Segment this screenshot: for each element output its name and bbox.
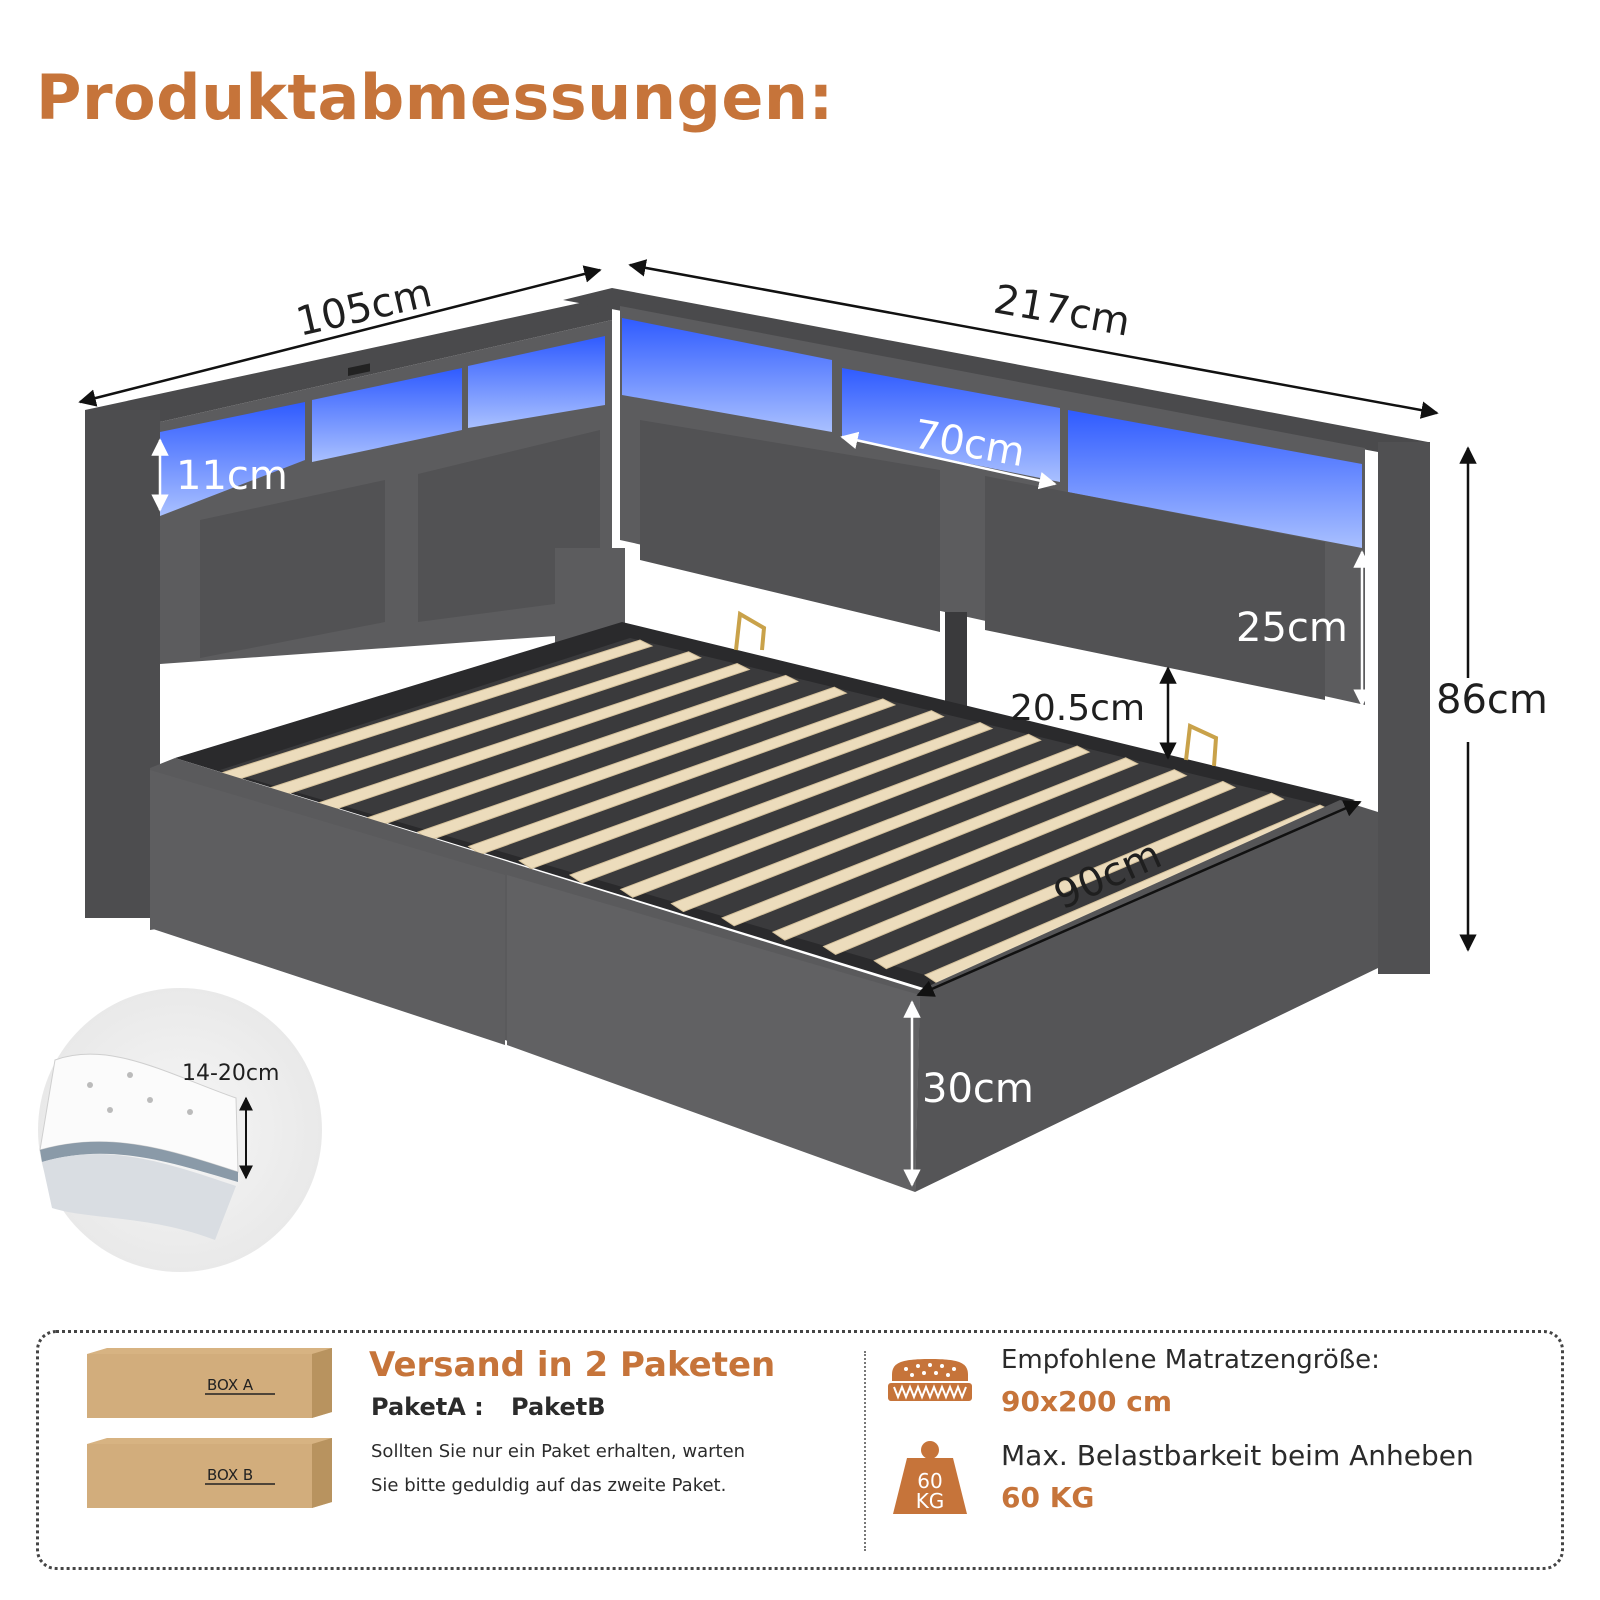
dim-mattress-thickness: 14-20cm (182, 1061, 279, 1086)
shipping-note-line-2: Sie bitte geduldig auf das zweite Paket. (371, 1475, 727, 1496)
divider (864, 1351, 866, 1551)
box-a-label: BOX A (207, 1376, 254, 1394)
dim-shelf-height: 11cm (176, 453, 288, 499)
dim-slat-clearance: 20.5cm (1010, 688, 1145, 729)
dim-headboard-length: 105cm (292, 270, 436, 346)
max-load-value: 60 KG (1001, 1481, 1095, 1514)
shipping-note: Sollten Sie nur ein Paket erhalten, wart… (371, 1435, 801, 1503)
box-a-icon: BOX A (87, 1348, 332, 1418)
dimension-lines (78, 259, 1477, 1187)
box-b-label: BOX B (207, 1466, 253, 1484)
dim-total-height: 86cm (1436, 677, 1548, 723)
info-box: BOX A BOX B Versand in 2 Paketen PaketA … (36, 1330, 1564, 1570)
slat (619, 733, 1042, 898)
slat (518, 710, 945, 870)
paket-a-label: PaketA : (371, 1393, 484, 1421)
slat (467, 698, 897, 855)
paket-b-label: PaketB (511, 1393, 606, 1421)
page-title: Produktabmessungen: (36, 61, 834, 134)
max-load-label: Max. Belastbarkeit beim Anheben (1001, 1439, 1474, 1472)
box-b-icon: BOX B (87, 1438, 332, 1508)
weight-icon: 60 KG (893, 1441, 967, 1514)
dim-frame-height: 30cm (922, 1066, 1034, 1112)
dim-backrest-height: 25cm (1236, 605, 1348, 651)
mattress-size-value: 90x200 cm (1001, 1385, 1172, 1418)
weight-icon-unit: KG (916, 1489, 945, 1513)
slat (568, 721, 994, 884)
shipping-title: Versand in 2 Paketen (369, 1345, 776, 1385)
weight-icon-value: 60 (917, 1469, 942, 1493)
shipping-note-line-1: Sollten Sie nur ein Paket erhalten, wart… (371, 1441, 746, 1462)
slat (670, 745, 1091, 913)
mattress-inset (38, 988, 322, 1272)
mattress-size-label: Empfohlene Matratzengröße: (1001, 1345, 1380, 1375)
mattress-icon (888, 1359, 972, 1401)
